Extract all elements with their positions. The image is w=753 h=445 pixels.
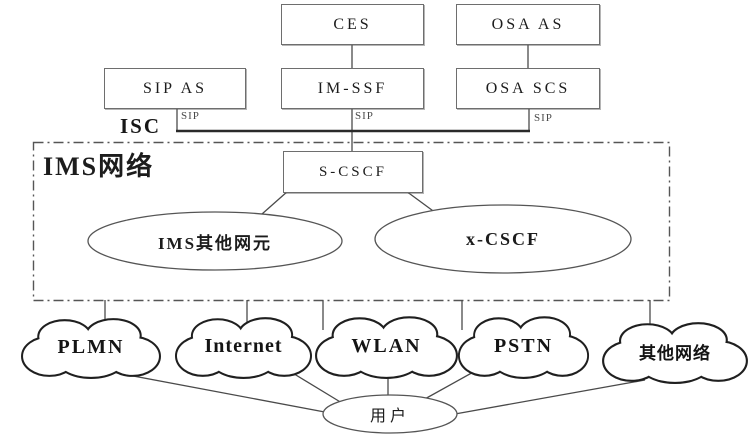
ims-other-label: IMS其他网元 — [157, 233, 273, 253]
sip-label-right: SIP — [534, 112, 553, 124]
sip-label-left: SIP — [181, 110, 200, 122]
cloud-plmn: PLMN — [20, 315, 162, 379]
ims-other-ellipse — [87, 211, 343, 271]
user-ellipse — [322, 394, 458, 434]
node-osa-scs-label: OSA SCS — [485, 79, 571, 97]
isc-label: ISC — [120, 114, 162, 138]
node-osa-as: OSA AS — [456, 4, 600, 45]
node-im-ssf-label: IM-SSF — [317, 79, 388, 97]
x-cscf-ellipse — [374, 204, 632, 274]
cloud-wlan: WLAN — [314, 313, 459, 379]
ims-region-label: IMS网络 — [43, 152, 155, 181]
cloud-internet: Internet — [174, 314, 313, 379]
x-cscf-label: x-CSCF — [466, 228, 540, 249]
node-s-cscf: S-CSCF — [283, 151, 423, 193]
cloud-internet-label: Internet — [204, 335, 283, 357]
ims-region-border — [32, 141, 671, 302]
node-osa-scs: OSA SCS — [456, 68, 600, 109]
node-sip-as-label: SIP AS — [142, 79, 208, 97]
node-ces: CES — [281, 4, 424, 45]
sip-label-mid: SIP — [355, 110, 374, 122]
node-s-cscf-label: S-CSCF — [318, 163, 388, 180]
node-osa-as-label: OSA AS — [491, 15, 565, 33]
node-ces-label: CES — [333, 15, 372, 33]
cloud-pstn: PSTN — [457, 313, 590, 379]
node-sip-as: SIP AS — [104, 68, 246, 109]
cloud-pstn-label: PSTN — [493, 334, 554, 357]
user-label: 用户 — [369, 408, 410, 425]
cloud-plmn-label: PLMN — [57, 335, 125, 358]
cloud-other-networks: 其他网络 — [601, 319, 749, 384]
cloud-other-networks-label: 其他网络 — [639, 344, 711, 363]
node-im-ssf: IM-SSF — [281, 68, 424, 109]
cloud-wlan-label: WLAN — [351, 334, 422, 357]
